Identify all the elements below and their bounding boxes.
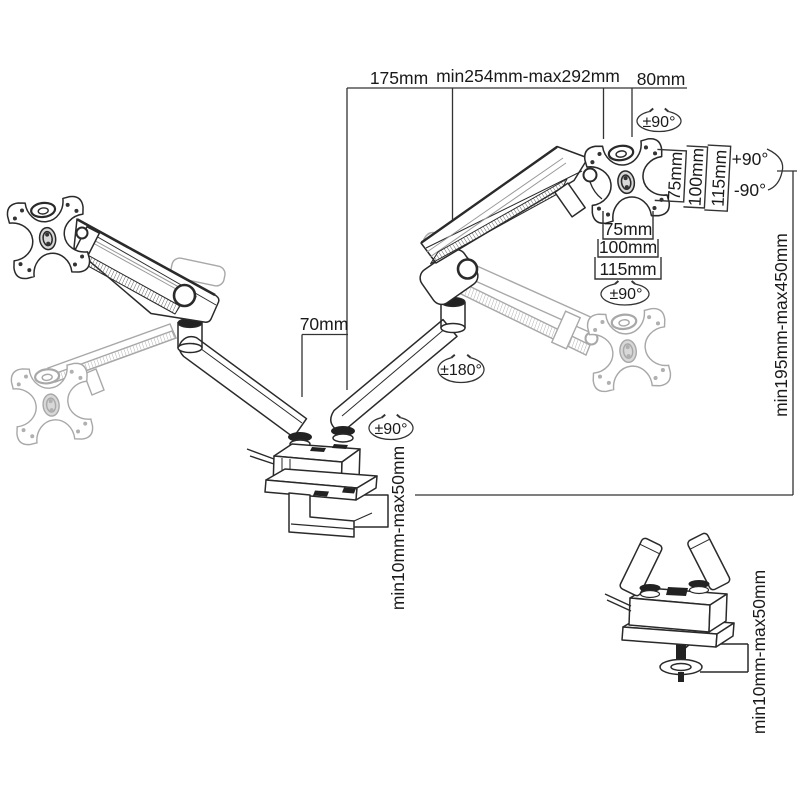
svg-text:±90°: ±90° [643,114,676,131]
svg-text:+90°: +90° [732,149,769,169]
svg-text:75mm: 75mm [604,219,653,239]
svg-text:70mm: 70mm [300,314,349,334]
svg-text:±180°: ±180° [440,362,482,379]
svg-text:min10mm-max50mm: min10mm-max50mm [749,570,769,734]
svg-text:80mm: 80mm [637,69,686,89]
svg-text:-90°: -90° [734,180,766,200]
svg-text:±90°: ±90° [375,421,408,438]
svg-text:115mm: 115mm [599,259,656,279]
svg-text:100mm: 100mm [599,237,657,257]
svg-text:115mm: 115mm [707,149,730,207]
svg-text:min195mm-max450mm: min195mm-max450mm [771,233,791,417]
svg-text:75mm: 75mm [664,151,687,201]
svg-text:±90°: ±90° [610,286,643,303]
svg-text:100mm: 100mm [684,147,707,206]
svg-text:min254mm-max292mm: min254mm-max292mm [436,66,620,86]
svg-text:min10mm-max50mm: min10mm-max50mm [388,446,408,610]
svg-text:175mm: 175mm [370,68,428,88]
